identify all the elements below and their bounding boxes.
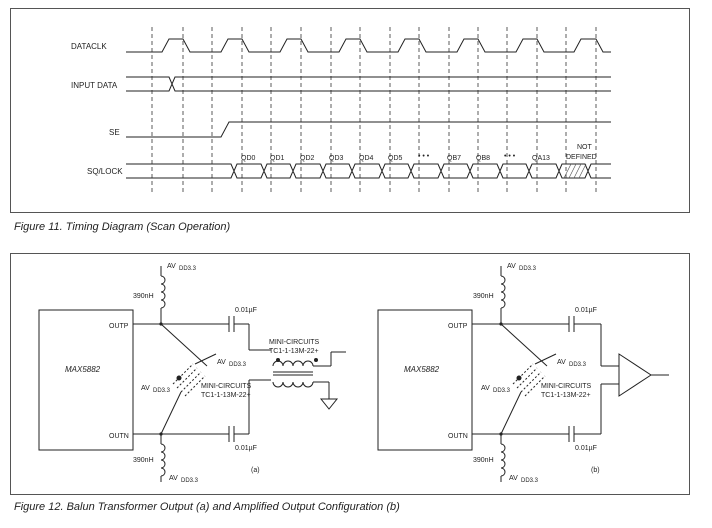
sq-value: QB8 [476,155,490,162]
inductor-top-b-label: 390nH [473,293,494,300]
avdd-mid-b: AV [557,359,566,366]
mini-circuits-a2-2: TC1-1-13M-22+ [269,348,319,355]
transformer-bottom-coil-a [272,381,314,388]
dataclk-waveform [126,38,611,53]
phase-dot [276,358,280,362]
mini-circuits-a-1: MINI-CIRCUITS [201,383,251,390]
outn-label-b: OUTN [448,433,468,440]
circuit-a [38,266,346,482]
outp-label-b: OUTP [448,323,468,330]
not-defined-line-2: DEFINED [566,154,597,161]
avdd-bottom-b-sub: DD3.3 [521,478,539,484]
balun-circuit: MAX5882 OUTP OUTN AV DD3.3 390nH 390nH A… [38,263,669,484]
avdd-top-a: AV [167,263,176,270]
sq-value: QD3 [329,155,344,162]
se-label: SE [109,128,120,137]
cap-top-b-label: 0.01µF [575,307,597,314]
ellipsis: • • • [418,153,430,160]
sq-value: QD0 [241,155,256,162]
figure-11-caption: Figure 11. Timing Diagram (Scan Operatio… [14,221,231,233]
mini-circuits-b-1: MINI-CIRCUITS [541,383,591,390]
phase-dot [176,375,182,381]
max5882-chip-b [377,309,473,451]
mini-circuits-b-2: TC1-1-13M-22+ [541,392,591,399]
chip-label-b: MAX5882 [404,365,440,374]
phase-dot [314,358,318,362]
avdd-bottom-a-sub: DD3.3 [181,478,199,484]
figure-12-caption: Figure 12. Balun Transformer Output (a) … [14,501,400,513]
avdd-left-b-sub: DD3.3 [493,388,511,394]
inductor-top-a [160,275,166,309]
inductor-bottom-a-label: 390nH [133,457,154,464]
avdd-top-b: AV [507,263,516,270]
timing-diagram-panel: DATACLK INPUT DATA SE SQ/LOCK QD0 QD1 QD… [10,8,690,213]
mini-circuits-a-2: TC1-1-13M-22+ [201,392,251,399]
avdd-top-b-sub: DD3.3 [519,266,537,272]
sq-value: QD2 [300,155,315,162]
junction-dot [499,322,503,326]
sq-value: QA13 [532,155,550,162]
cap-bottom-b-label: 0.01µF [575,445,597,452]
label-b: (b) [591,467,600,474]
not-defined-line-1: NOT [577,144,593,151]
input-data-label: INPUT DATA [71,81,118,90]
avdd-top-a-sub: DD3.3 [179,266,197,272]
ground-symbol-a [319,398,339,410]
outp-label-a: OUTP [109,323,129,330]
cap-top-a-label: 0.01µF [235,307,257,314]
avdd-mid-b-sub: DD3.3 [569,362,587,368]
mini-circuits-a2-1: MINI-CIRCUITS [269,339,319,346]
input-data-waveform [126,76,611,92]
chip-label-a: MAX5882 [65,365,101,374]
sq-value: QD1 [270,155,285,162]
dataclk-label: DATACLK [71,42,107,51]
inductor-bottom-b-label: 390nH [473,457,494,464]
avdd-left-b: AV [481,385,490,392]
avdd-bottom-b: AV [509,475,518,482]
sq-value: QB7 [447,155,461,162]
avdd-mid-a: AV [217,359,226,366]
junction-dot [159,432,163,436]
avdd-bottom-a: AV [169,475,178,482]
label-a: (a) [251,467,260,474]
max5882-chip-a [38,309,134,451]
avdd-mid-a-sub: DD3.3 [229,362,247,368]
junction-dot [499,432,503,436]
outn-label-a: OUTN [109,433,129,440]
avdd-left-a-sub: DD3.3 [153,388,171,394]
junction-dot [159,322,163,326]
circuit-b [377,266,669,482]
inductor-top-b [500,275,506,309]
balun-circuit-panel: MAX5882 OUTP OUTN AV DD3.3 390nH 390nH A… [10,253,690,495]
amplifier-symbol [618,353,652,397]
sq-value-labels: QD0 QD1 QD2 QD3 QD4 QD5 • • • QB7 QB8 • … [241,144,597,162]
sq-value: QD5 [388,155,403,162]
sq-lock-waveform [126,163,611,179]
phase-dot [516,375,522,381]
ellipsis: • • • [504,153,516,160]
timing-diagram: DATACLK INPUT DATA SE SQ/LOCK QD0 QD1 QD… [71,27,611,194]
cap-bottom-a-label: 0.01µF [235,445,257,452]
inductor-bottom-b [500,443,506,477]
not-defined-hatch [563,163,587,179]
inductor-bottom-a [160,443,166,477]
sq-lock-label: SQ/LOCK [87,167,123,176]
sq-value: QD4 [359,155,374,162]
se-waveform [126,121,611,138]
transformer-top-coil-a [272,360,314,367]
avdd-left-a: AV [141,385,150,392]
inductor-top-a-label: 390nH [133,293,154,300]
